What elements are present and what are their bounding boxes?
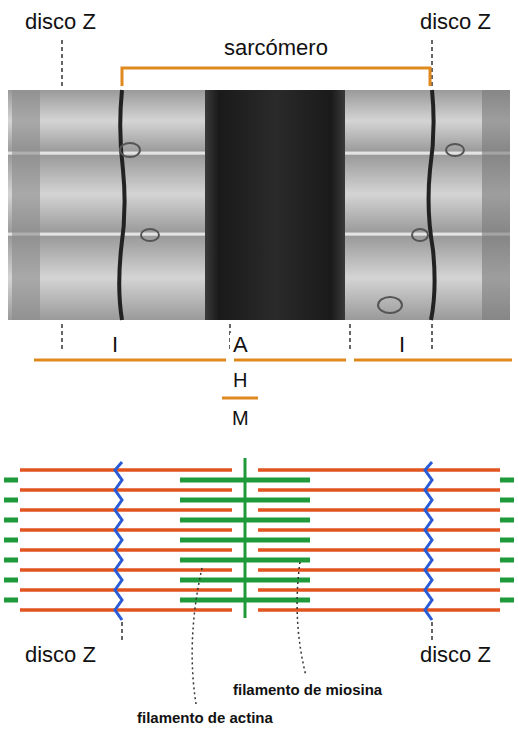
filament: [432, 568, 500, 572]
label: sarcómero: [221, 36, 331, 60]
filament-scheme: [4, 458, 514, 620]
filament: [4, 478, 18, 483]
label: H: [230, 369, 250, 391]
filament: [432, 508, 500, 512]
filament: [4, 498, 18, 503]
filament: [500, 558, 514, 563]
filament: [258, 548, 432, 552]
filament: [258, 468, 432, 472]
filament: [500, 478, 514, 483]
filament: [20, 608, 122, 612]
filament: [500, 538, 514, 543]
filament: [500, 578, 514, 583]
label: A: [230, 333, 251, 357]
filament: [4, 518, 18, 523]
filament: [20, 528, 122, 532]
label: disco Z: [417, 10, 494, 34]
filament: [122, 508, 232, 512]
filament: [432, 488, 500, 492]
label: M: [229, 407, 252, 429]
label: filamento de miosina: [230, 682, 385, 699]
filament: [500, 518, 514, 523]
filament: [122, 488, 232, 492]
filament: [4, 538, 18, 543]
filament: [4, 558, 18, 563]
filament: [258, 508, 432, 512]
filament: [122, 528, 232, 532]
label: disco Z: [22, 643, 99, 667]
filament: [20, 508, 122, 512]
filament: [432, 588, 500, 592]
filament: [258, 568, 432, 572]
filament: [122, 468, 232, 472]
sarcomere-bracket: [122, 68, 430, 86]
label: I: [109, 333, 121, 357]
micrograph: [8, 90, 510, 320]
filament: [4, 578, 18, 583]
filament: [20, 468, 122, 472]
filament: [258, 488, 432, 492]
z-marker: [122, 622, 432, 642]
filament: [500, 598, 514, 603]
filament: [4, 598, 18, 603]
filament: [122, 588, 232, 592]
z-disc: [425, 462, 432, 620]
filament: [500, 498, 514, 503]
filament: [432, 608, 500, 612]
label: filamento de actina: [134, 710, 276, 727]
filament: [20, 588, 122, 592]
filament: [122, 608, 232, 612]
filament: [122, 548, 232, 552]
label: disco Z: [22, 10, 99, 34]
filament: [432, 468, 500, 472]
filament: [258, 528, 432, 532]
filament: [20, 488, 122, 492]
filament: [432, 548, 500, 552]
filament: [432, 528, 500, 532]
z-disc: [115, 462, 122, 620]
label: I: [396, 333, 408, 357]
band-bar: [34, 360, 512, 398]
filament: [258, 588, 432, 592]
filament: [20, 548, 122, 552]
label: disco Z: [417, 643, 494, 667]
filament: [122, 568, 232, 572]
filament: [20, 568, 122, 572]
filament: [258, 608, 432, 612]
